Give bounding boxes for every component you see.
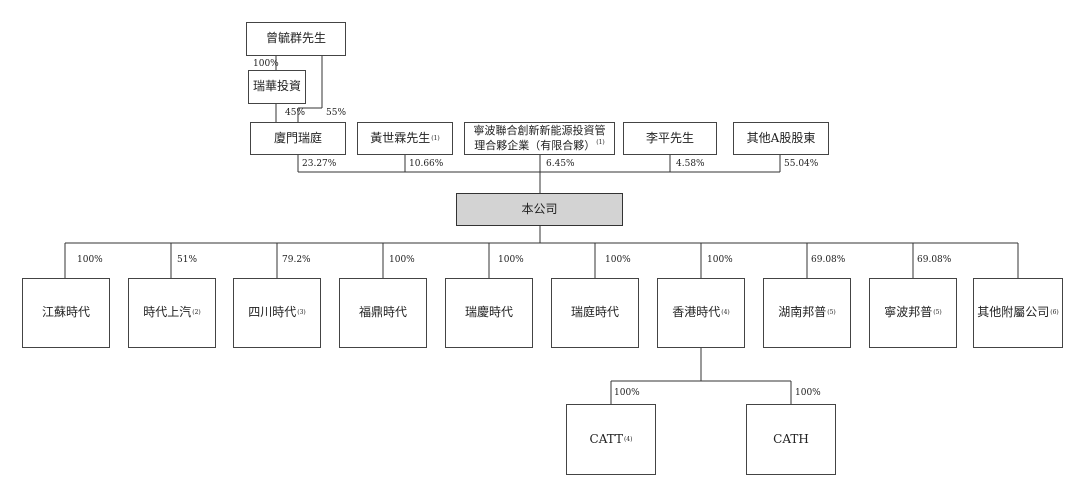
shareholder-name: 黃世霖先生 [370,130,431,145]
footnote-marker: (5) [933,309,942,317]
company-box: 本公司 [456,193,623,226]
subsidiary-box: 香港時代(4) [657,278,745,348]
subsidiary-name: 江蘇時代 [41,305,90,320]
subsidiary-pct: 100% [614,388,640,398]
subsidiary-name: 瑞庭時代 [570,305,619,320]
shareholder-name-line2: 理合夥企業（有限合夥） [474,138,596,152]
footnote-marker: (4) [721,309,730,317]
footnote-marker: (6) [1050,309,1059,317]
holding-ruihua-investment: 瑞華投資 [248,70,306,104]
subsidiary-name: 香港時代 [672,305,721,320]
subsidiary-name: 瑞慶時代 [464,305,513,320]
shareholder-box: 廈門瑞庭 [250,122,346,155]
subsidiary-box: 湖南邦普(5) [763,278,851,348]
subsidiary-name: CATH [773,431,809,446]
subsidiary-name: 其他附屬公司 [977,305,1050,320]
subsidiary-box: 福鼎時代 [339,278,427,348]
subsidiary-name: 湖南邦普 [778,305,827,320]
subsidiary-box: 四川時代(3) [233,278,321,348]
subsidiary-box: 瑞慶時代 [445,278,533,348]
shareholding-pct: 23.27% [302,159,337,169]
pct-person-to-holding: 100% [253,59,279,69]
shareholder-name: 李平先生 [645,130,694,145]
shareholder-box: 黃世霖先生(1) [357,122,453,155]
company-name: 本公司 [521,201,558,216]
subsidiary-pct: 100% [605,255,631,265]
subsidiary-box: 時代上汽(2) [128,278,216,348]
shareholding-pct: 4.58% [676,159,705,169]
shareholding-pct: 6.45% [546,159,575,169]
footnote-marker: (1) [431,134,440,142]
shareholder-box: 其他A股股東 [733,122,829,155]
subsidiary-box: 寧波邦普(5) [869,278,957,348]
footnote-marker: (1) [596,138,605,146]
holding-name: 瑞華投資 [252,79,301,94]
subsidiary-name: 寧波邦普 [884,305,933,320]
shareholder-name: 曾毓群先生 [265,31,326,46]
subsidiary-pct: 100% [707,255,733,265]
pct-person-to-xiamen: 55% [326,108,347,118]
subsidiary-pct: 100% [795,388,821,398]
subsidiary-pct: 100% [389,255,415,265]
subsidiary-box: CATT(4) [566,404,656,475]
footnote-marker: (3) [297,309,306,317]
subsidiary-name: 時代上汽 [143,305,192,320]
footnote-marker: (5) [827,309,836,317]
subsidiary-name: 四川時代 [248,305,297,320]
subsidiary-pct: 100% [498,255,524,265]
shareholding-pct: 10.66% [409,159,444,169]
subsidiary-box: 瑞庭時代 [551,278,639,348]
shareholder-name: 其他A股股東 [746,130,816,145]
subsidiary-pct: 69.08% [811,255,846,265]
subsidiary-name: 福鼎時代 [358,305,407,320]
subsidiary-box: 其他附屬公司(6) [973,278,1063,348]
shareholder-box: 寧波聯合創新新能源投資管 理合夥企業（有限合夥）(1) [464,122,615,155]
pct-holding-to-xiamen: 45% [285,108,306,118]
subsidiary-pct: 79.2% [282,255,311,265]
shareholding-pct: 55.04% [784,159,819,169]
shareholder-name: 廈門瑞庭 [273,130,322,145]
subsidiary-name: CATT [589,431,623,446]
subsidiary-box: CATH [746,404,836,475]
shareholder-name-line1: 寧波聯合創新新能源投資管 [473,124,606,138]
footnote-marker: (2) [192,309,201,317]
subsidiary-pct: 51% [177,255,198,265]
subsidiary-pct: 100% [77,255,103,265]
subsidiary-box: 江蘇時代 [22,278,110,348]
shareholder-zeng-yuqun: 曾毓群先生 [246,22,346,56]
shareholder-box: 李平先生 [623,122,717,155]
subsidiary-pct: 69.08% [917,255,952,265]
footnote-marker: (4) [623,435,633,443]
